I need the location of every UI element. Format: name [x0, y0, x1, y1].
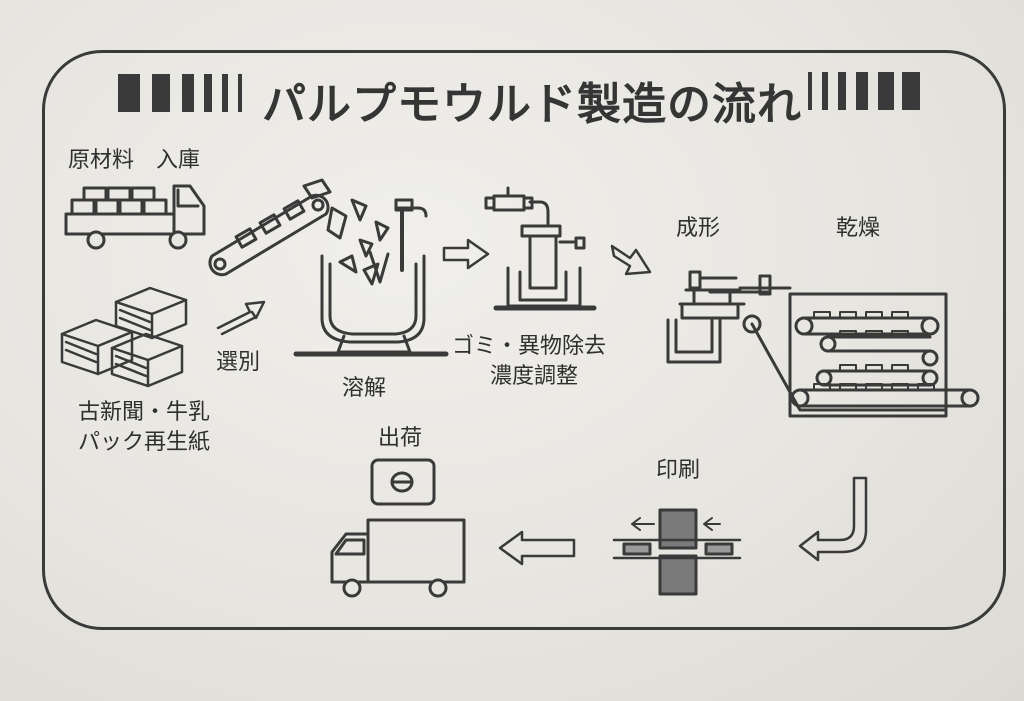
label-clean-line1: ゴミ・異物除去: [452, 334, 607, 359]
label-recycle-line1: 古新聞・牛乳: [78, 400, 211, 425]
cleaner-machine-icon: [484, 186, 597, 311]
label-recycle-line2: パック再生紙: [78, 430, 211, 455]
label-ship: 出荷: [378, 426, 423, 451]
label-print: 印刷: [656, 458, 701, 483]
conveyor-icon: [208, 178, 332, 277]
arrow-icon: [798, 476, 868, 562]
dryer-oven-icon: [742, 292, 980, 418]
arrow-icon: [610, 244, 652, 276]
title-bars-left: [118, 74, 242, 112]
printer-icon: [612, 508, 742, 596]
paper-bundle-icon: [60, 286, 188, 388]
arrow-icon: [216, 300, 266, 336]
diagram-title: パルプモウルド製造の流れ: [262, 79, 802, 130]
title-bars-right: [808, 72, 920, 110]
label-mold: 成形: [676, 216, 721, 241]
molding-press-icon: [666, 270, 792, 364]
label-clean-line2: 濃度調整: [490, 364, 579, 389]
label-raw-material: 原材料 入庫: [68, 148, 201, 173]
diagram-border: [42, 50, 1006, 630]
truck-icon: [64, 184, 206, 250]
label-dissolve: 溶解: [342, 376, 387, 401]
pulper-tank-icon: [293, 198, 449, 357]
delivery-truck-icon: [330, 518, 466, 598]
label-sort: 選別: [216, 350, 261, 375]
arrow-icon: [498, 530, 576, 566]
package-icon: [370, 458, 436, 506]
label-dry: 乾燥: [836, 216, 881, 241]
arrow-icon: [442, 238, 490, 270]
